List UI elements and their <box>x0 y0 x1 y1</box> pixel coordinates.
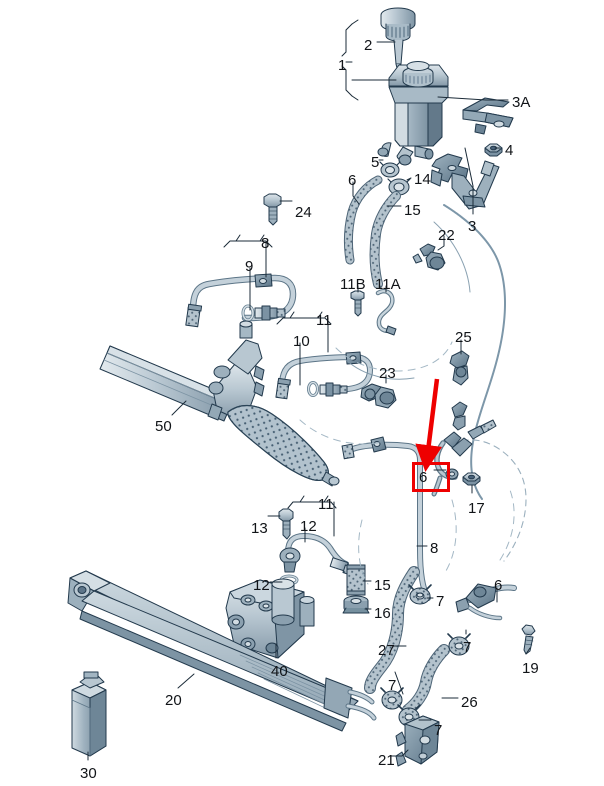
part-6-suction-hose-upper <box>343 175 383 265</box>
callout-5: 5 <box>371 154 380 171</box>
callout-1: 1 <box>338 57 347 74</box>
callout-7-c: 7 <box>463 639 472 656</box>
part-27-return-hose <box>364 566 420 694</box>
part-15-hose-sleeve <box>346 564 366 596</box>
callout-4: 4 <box>505 142 514 159</box>
part-3-reservoir-bracket <box>430 153 500 210</box>
part-40-power-steering-pump <box>225 578 315 659</box>
highlight-arrow <box>415 378 443 472</box>
callout-3: 3 <box>468 218 477 235</box>
callout-15-top: 15 <box>404 202 421 219</box>
part-11-pressure-pipe-upper <box>275 351 373 400</box>
callout-14: 14 <box>414 171 431 188</box>
callout-8-right: 8 <box>430 540 439 557</box>
callout-19: 19 <box>522 660 539 677</box>
part-14-hose-clamp <box>387 178 411 196</box>
callout-25: 25 <box>455 329 472 346</box>
callout-13: 13 <box>251 520 268 537</box>
part-10-o-ring <box>307 381 319 397</box>
part-11A-retaining-clip <box>375 288 397 336</box>
part-30-fluid-bottle <box>71 671 107 757</box>
part-15-hose-upper <box>369 191 401 289</box>
leader-lines <box>87 19 531 761</box>
part-24-bolt <box>263 193 282 226</box>
callout-50: 50 <box>155 418 172 435</box>
part-7-clamp-e <box>416 592 424 598</box>
part-5-hose-clamp <box>379 161 401 178</box>
callout-6-highlighted: 6 <box>419 469 428 486</box>
callout-11b: 11B <box>340 276 366 293</box>
callout-11a: 11A <box>375 276 401 293</box>
part-20-oil-cooler <box>67 570 377 732</box>
part-25-line-clip <box>449 350 470 386</box>
part-26-return-hose <box>402 644 450 716</box>
callout-26: 26 <box>461 694 478 711</box>
callout-7-b: 7 <box>436 593 445 610</box>
callout-27: 27 <box>378 642 395 659</box>
callout-24: 24 <box>295 204 312 221</box>
part-7-clamp-b <box>447 633 471 656</box>
part-23-double-line-clip <box>360 383 397 409</box>
part-4-hex-nut <box>484 143 503 157</box>
callout-23: 23 <box>379 365 396 382</box>
callout-12-left: 12 <box>253 577 270 594</box>
part-3A-retaining-plate <box>462 97 514 135</box>
callout-20: 20 <box>165 692 182 709</box>
callout-6-top: 6 <box>348 172 357 189</box>
part-7-clamp-d <box>397 704 421 727</box>
highlight-box <box>412 462 450 492</box>
part-21-mounting-bracket <box>395 715 440 767</box>
callout-11-bottom: 11 <box>318 496 334 513</box>
callout-16: 16 <box>374 605 391 622</box>
callout-17: 17 <box>468 500 485 517</box>
part-11B-bolt <box>350 290 365 317</box>
callout-9: 9 <box>245 258 254 275</box>
callout-40: 40 <box>271 663 288 680</box>
part-7-clamp-a <box>408 584 432 605</box>
callout-22: 22 <box>438 227 455 244</box>
part-19-bolt <box>521 624 536 655</box>
callout-3a: 3A <box>512 94 531 111</box>
callout-7-a: 7 <box>388 677 397 694</box>
callout-15-bottom: 15 <box>374 577 391 594</box>
part-17-nut <box>462 472 481 486</box>
callout-30: 30 <box>80 765 97 782</box>
callout-8-top: 8 <box>261 235 270 252</box>
callout-21: 21 <box>378 752 395 769</box>
part-22-line-clip <box>412 243 446 271</box>
part-11-pressure-pipe-lower <box>279 533 355 576</box>
part-6-suction-line-right <box>443 204 527 562</box>
part-8-pressure-line-upper <box>185 273 297 328</box>
routing-guides-solid <box>345 221 471 380</box>
part-16-rubber-grommet <box>342 595 370 614</box>
part-2-reservoir-cap <box>380 7 416 73</box>
part-7-clamp-c <box>380 687 404 710</box>
callout-7-d: 7 <box>434 722 443 739</box>
part-6-hose-right-lower <box>455 583 517 621</box>
part-1-fluid-reservoir <box>377 61 449 166</box>
part-50-steering-gear <box>99 320 340 487</box>
part-9-o-ring <box>241 304 255 322</box>
part-13-bolt <box>278 508 294 540</box>
callout-2: 2 <box>364 37 373 54</box>
callout-11-top: 11 <box>316 312 332 329</box>
routing-guides <box>299 341 515 585</box>
callout-6-right: 6 <box>494 577 503 594</box>
callout-10: 10 <box>293 333 310 350</box>
callout-12-bottom: 12 <box>300 518 317 535</box>
